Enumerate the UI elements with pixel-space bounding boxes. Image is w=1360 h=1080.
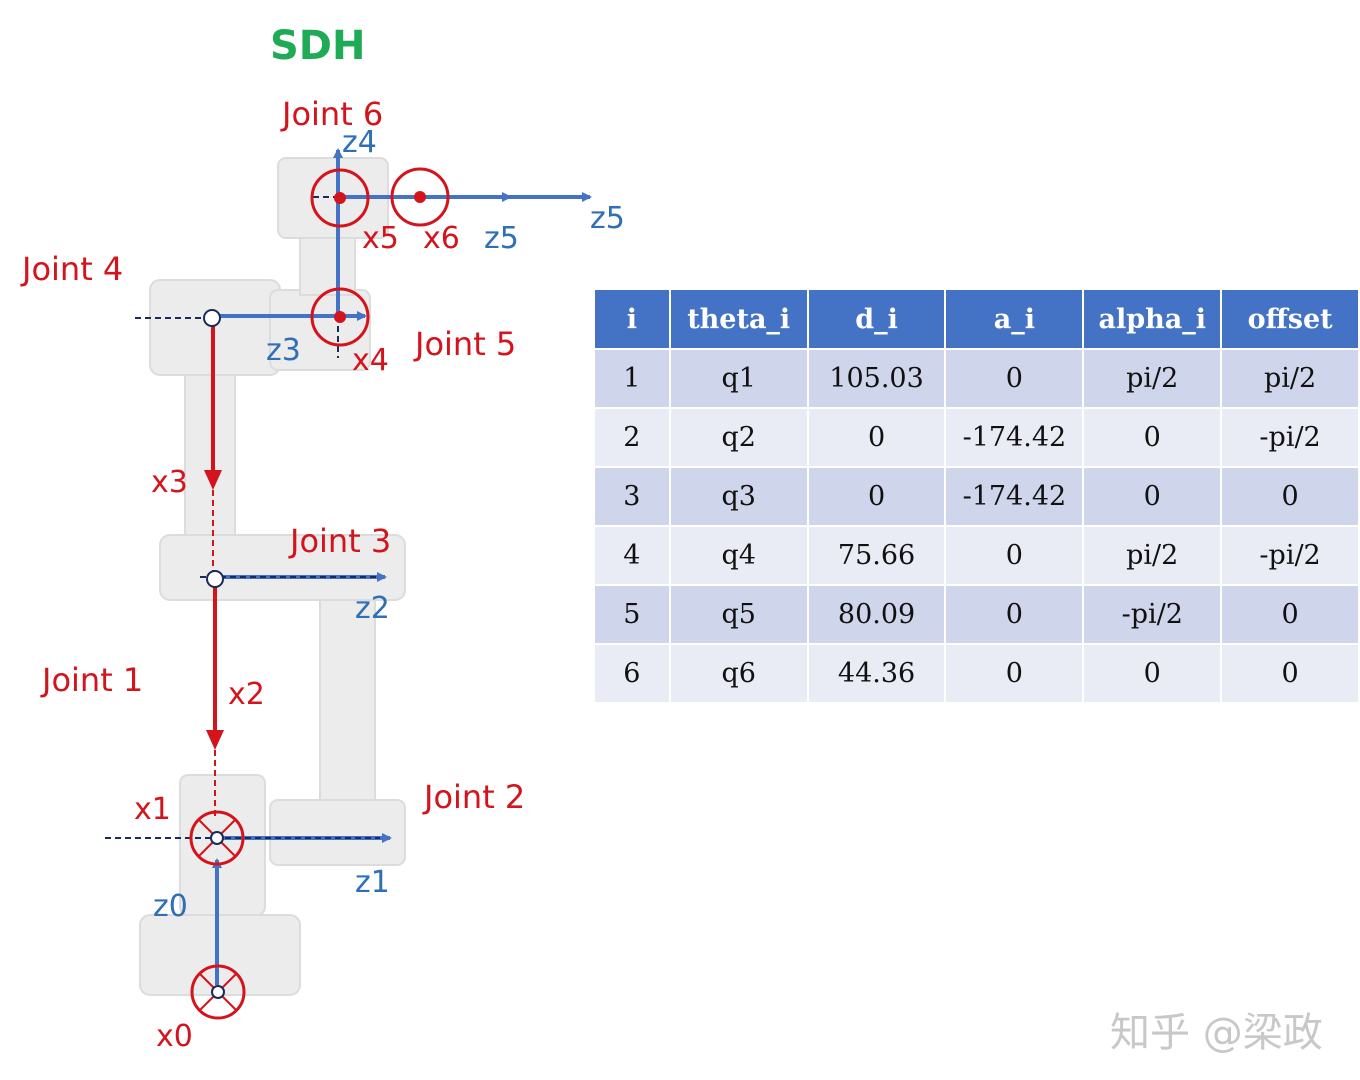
table-cell: 0 — [806, 466, 947, 527]
table-cell: 105.03 — [806, 348, 947, 409]
table-row: 5 q5 80.09 0 -pi/2 0 — [593, 584, 1360, 645]
header-a: a_i — [944, 288, 1085, 350]
table-cell: 0 — [944, 643, 1085, 704]
table-row: 1 q1 105.03 0 pi/2 pi/2 — [593, 348, 1360, 409]
table-cell: 2 — [593, 407, 671, 468]
table-cell: 0 — [1220, 466, 1360, 527]
table-cell: -pi/2 — [1220, 525, 1360, 586]
table-cell: 0 — [1082, 643, 1223, 704]
red-x-axes — [204, 322, 224, 820]
table-cell: 0 — [944, 525, 1085, 586]
table-cell: 0 — [1082, 466, 1223, 527]
robot-silhouette — [139, 157, 406, 996]
joint-3-label: Joint 3 — [290, 522, 392, 560]
axis-label-x1: x1 — [134, 792, 171, 827]
table-cell: q5 — [668, 584, 809, 645]
table-cell: 0 — [944, 348, 1085, 409]
axis-label-x5: x5 — [362, 221, 399, 256]
watermark: 知乎 @梁政 — [1110, 1010, 1323, 1056]
header-d: d_i — [806, 288, 947, 350]
axis-label-x3: x3 — [151, 465, 188, 500]
table-cell: 0 — [1082, 407, 1223, 468]
joint-symbols — [189, 167, 450, 1020]
joint-dot-x5 — [310, 168, 370, 228]
axis-label-z3: z3 — [266, 333, 301, 368]
table-cell: -pi/2 — [1220, 407, 1360, 468]
table-header-row: i theta_i d_i a_i alpha_i offset — [593, 288, 1360, 350]
joint-origin-4 — [203, 309, 221, 327]
dh-parameter-table: i theta_i d_i a_i alpha_i offset 1 q1 10… — [593, 288, 1360, 704]
axis-label-x4: x4 — [352, 343, 389, 378]
table-row: 2 q2 0 -174.42 0 -pi/2 — [593, 407, 1360, 468]
table-cell: -pi/2 — [1082, 584, 1223, 645]
table-cell: q6 — [668, 643, 809, 704]
table-cell: 44.36 — [806, 643, 947, 704]
joint-6-label: Joint 6 — [282, 95, 384, 133]
table-row: 4 q4 75.66 0 pi/2 -pi/2 — [593, 525, 1360, 586]
table-cell: -174.42 — [944, 466, 1085, 527]
joint-2-label: Joint 2 — [424, 778, 526, 816]
axis-label-x0: x0 — [156, 1019, 193, 1054]
table-cell: 1 — [593, 348, 671, 409]
table-cell: 4 — [593, 525, 671, 586]
table-row: 6 q6 44.36 0 0 0 — [593, 643, 1360, 704]
joint-origin-3 — [206, 570, 224, 588]
table-cell: 5 — [593, 584, 671, 645]
table-cell: q3 — [668, 466, 809, 527]
table-cell: 0 — [1220, 584, 1360, 645]
table-cell: q4 — [668, 525, 809, 586]
joint-dot-x6 — [390, 167, 450, 227]
table-cell: 75.66 — [806, 525, 947, 586]
axis-label-x2: x2 — [228, 677, 265, 712]
header-offset: offset — [1220, 288, 1360, 350]
table-cell: 0 — [1220, 643, 1360, 704]
joint-1-label: Joint 1 — [42, 661, 144, 699]
table-cell: q1 — [668, 348, 809, 409]
joint-cross-x1 — [189, 810, 245, 866]
table-row: 3 q3 0 -174.42 0 0 — [593, 466, 1360, 527]
axis-label-z2: z2 — [355, 591, 390, 626]
table-cell: 0 — [944, 584, 1085, 645]
axis-label-z0: z0 — [153, 889, 188, 924]
table-cell: pi/2 — [1082, 525, 1223, 586]
header-theta: theta_i — [668, 288, 809, 350]
axis-label-x6: x6 — [423, 221, 460, 256]
axis-label-z4: z4 — [342, 125, 377, 160]
table-cell: q2 — [668, 407, 809, 468]
table-cell: pi/2 — [1082, 348, 1223, 409]
joint-5-label: Joint 5 — [415, 325, 517, 363]
axis-label-z1: z1 — [355, 865, 390, 900]
table-cell: pi/2 — [1220, 348, 1360, 409]
joint-dot-x4 — [310, 287, 370, 347]
header-i: i — [593, 288, 671, 350]
diagram-title: SDH — [270, 23, 366, 69]
axis-label-z5-near: z5 — [484, 221, 519, 256]
table-cell: 0 — [806, 407, 947, 468]
joint-cross-x0 — [190, 964, 246, 1020]
table-cell: -174.42 — [944, 407, 1085, 468]
joint-4-label: Joint 4 — [22, 250, 124, 288]
axis-label-z5-far: z5 — [590, 201, 625, 236]
header-alpha: alpha_i — [1082, 288, 1223, 350]
table-cell: 6 — [593, 643, 671, 704]
table-cell: 3 — [593, 466, 671, 527]
table-cell: 80.09 — [806, 584, 947, 645]
